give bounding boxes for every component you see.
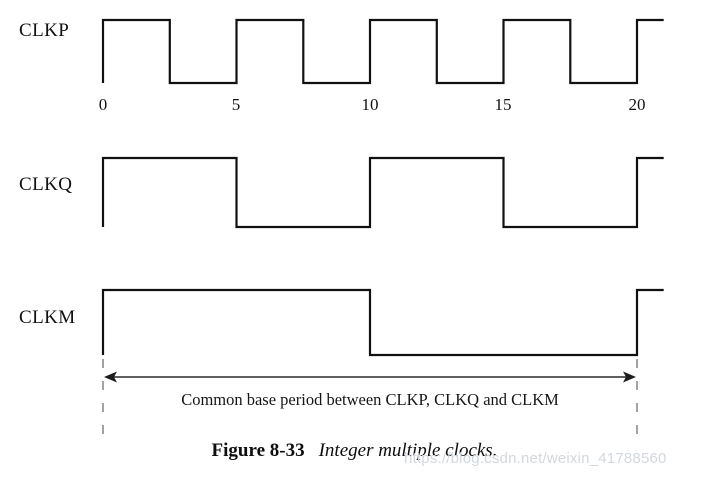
dimension-arrow-group (102, 359, 638, 442)
waveform-clkm (101, 288, 664, 357)
common-base-period-annotation: Common base period between CLKP, CLKQ an… (181, 390, 559, 409)
tick-label-15: 15 (494, 95, 512, 114)
waveform-group (101, 18, 664, 357)
signal-label-clkp: CLKP (19, 20, 70, 41)
signal-label-clkm: CLKM (19, 307, 76, 328)
arrowhead-left (104, 371, 117, 383)
waveform-clkp (101, 18, 664, 85)
arrowhead-right (623, 371, 636, 383)
tick-label-20: 20 (628, 95, 646, 114)
figure-caption: Figure 8-33 Integer multiple clocks. (0, 440, 709, 462)
figure-caption-title: Integer multiple clocks. (318, 440, 498, 461)
signal-label-clkq: CLKQ (19, 174, 73, 195)
tick-label-0: 0 (98, 95, 108, 114)
figure-caption-number: Figure 8-33 (211, 440, 305, 461)
tick-label-10: 10 (361, 95, 379, 114)
tick-label-5: 5 (231, 95, 241, 114)
waveform-clkq (101, 156, 664, 229)
